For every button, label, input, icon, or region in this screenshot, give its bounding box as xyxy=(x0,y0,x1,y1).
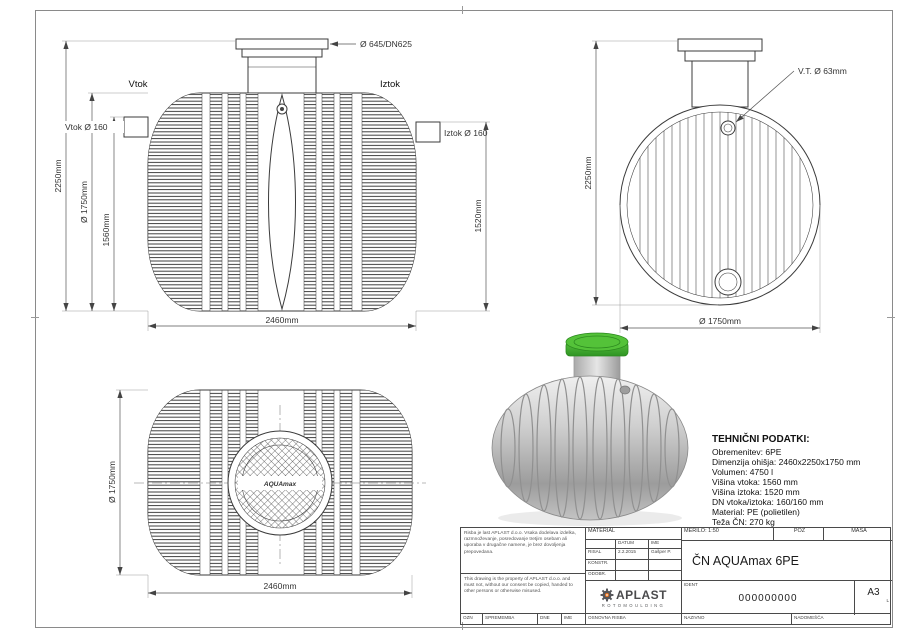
risal-name: Gašper P. xyxy=(651,549,672,554)
scale-label: MERILO: 1:50 xyxy=(682,528,774,540)
title-block: Risba je last APLAST d.o.o. Vsaka dodela… xyxy=(460,527,892,625)
footer-sprememba: SPREMEMBA xyxy=(483,614,538,624)
tech-line: Dimenzija ohišja: 2460x2250x1750 mm xyxy=(712,457,861,467)
front-vtok-label: Vtok xyxy=(128,79,147,90)
vent-opening xyxy=(720,120,736,136)
revision-row: OZN SPREMEMBA DNE IME OSNOVNA RISBA NAZI… xyxy=(461,613,890,624)
top-dimensions: Ø 1750mm 2460mm xyxy=(107,389,413,598)
sheet-note: L xyxy=(886,598,889,603)
tech-line: Material: PE (polietilen) xyxy=(712,507,800,517)
top-length-dim: 2460mm xyxy=(263,581,296,591)
front-outlet-height-dim: 1520mm xyxy=(473,199,483,232)
footer-ime: IME xyxy=(562,614,586,624)
render-green-lid xyxy=(565,332,629,357)
odobr-name xyxy=(649,571,681,580)
ident-label: IDENT xyxy=(684,582,698,587)
logo-name: APLAST xyxy=(616,588,667,602)
fold-mark xyxy=(31,317,39,318)
side-body-dia-dim: Ø 1750mm xyxy=(699,316,741,326)
front-inlet-height-dim: 1560mm xyxy=(101,213,111,246)
outlet-pipe xyxy=(415,121,441,143)
fold-mark xyxy=(462,622,463,630)
datum-label: DATUM xyxy=(616,540,649,548)
tech-line: Višina vtoka: 1560 mm xyxy=(712,477,798,487)
gear-icon xyxy=(600,588,614,602)
technical-data-title: TEHNIČNI PODATKI: xyxy=(712,434,810,445)
konstr-name xyxy=(649,560,681,570)
risal-label: RISAL xyxy=(586,549,616,559)
front-body-dia-dim: Ø 1750mm xyxy=(79,181,89,223)
tech-line: Višina iztoka: 1520 mm xyxy=(712,487,800,497)
front-dimensions: Vtok Iztok Ø 645/DN625 2250mm Ø 1750mm 1… xyxy=(53,39,490,331)
technical-data: TEHNIČNI PODATKI: Obremenitev: 6PE Dimen… xyxy=(712,434,892,527)
company-logo: APLAST ROTOMOULDING xyxy=(586,581,681,615)
tech-line: Teža ČN: 270 kg xyxy=(712,517,775,527)
top-body-dia-dim: Ø 1750mm xyxy=(107,461,117,503)
sheet-border xyxy=(35,10,893,628)
tech-line: Obremenitev: 6PE xyxy=(712,447,782,457)
front-iztok-label: Iztok xyxy=(380,79,400,90)
footer-osnovna-risba: OSNOVNA RISBA xyxy=(586,614,682,624)
front-total-height-dim: 2250mm xyxy=(53,159,63,192)
konstr-date xyxy=(616,560,649,570)
top-view: AQUAmax Ø 1750mm 2460mm xyxy=(107,389,426,598)
side-total-height-dim: 2250mm xyxy=(583,156,593,189)
side-tank-body xyxy=(619,38,821,306)
front-lid-dim: Ø 645/DN625 xyxy=(360,39,412,49)
disclaimer-english: This drawing is the property of APLAST d… xyxy=(464,577,573,595)
sheet-format: A3 xyxy=(867,587,880,598)
side-vent-dim: V.T. Ø 63mm xyxy=(798,66,847,76)
footer-nadomesca: NADOMEŠČA xyxy=(794,615,824,620)
risal-date: 2.2.2015 xyxy=(616,549,649,559)
ime-label: IME xyxy=(651,540,660,545)
logo-subtitle: ROTOMOULDING xyxy=(601,603,666,608)
render-vent-knob xyxy=(619,385,631,395)
front-length-dim: 2460mm xyxy=(265,315,298,325)
footer-nazivno: NAZIVNO xyxy=(682,614,792,624)
footer-dne: DNE xyxy=(538,614,562,624)
tank-3d-render xyxy=(491,332,689,526)
odobr-date xyxy=(616,571,649,580)
poz-label: POZ xyxy=(774,528,824,540)
ident-number: 000000000 xyxy=(738,593,798,604)
render-ribs xyxy=(500,376,680,520)
front-view: Vtok Iztok Ø 645/DN625 2250mm Ø 1750mm 1… xyxy=(53,38,490,331)
front-inlet-pipe-dim: Vtok Ø 160 xyxy=(65,122,108,132)
inlet-pipe xyxy=(123,116,149,138)
front-tank-body xyxy=(123,38,441,312)
manhole-brand-label: AQUAmax xyxy=(263,481,297,488)
side-dimensions: 2250mm Ø 1750mm V.T. Ø 63mm xyxy=(583,40,847,333)
tech-line: Volumen: 4750 l xyxy=(712,467,773,477)
drawing-title: ČN AQUAmax 6PE xyxy=(682,541,892,581)
front-outlet-pipe-dim: Iztok Ø 160 xyxy=(444,128,488,138)
tech-line: DN vtoka/iztoka: 160/160 mm xyxy=(712,497,824,507)
side-view: 2250mm Ø 1750mm V.T. Ø 63mm xyxy=(583,38,847,333)
top-tank-body: AQUAmax xyxy=(134,389,426,576)
odobr-label: ODOBR. xyxy=(586,571,616,580)
disclaimer-slovenian: Risba je last APLAST d.o.o. Vsaka dodela… xyxy=(461,528,585,574)
render-body xyxy=(491,375,689,521)
fold-mark xyxy=(462,6,463,14)
footer-ozn: OZN xyxy=(461,614,483,624)
masa-label: MASA xyxy=(851,528,867,534)
konstr-label: KONSTR. xyxy=(586,560,616,570)
material-label: MATERIAL xyxy=(588,528,616,534)
fold-mark xyxy=(887,317,895,318)
